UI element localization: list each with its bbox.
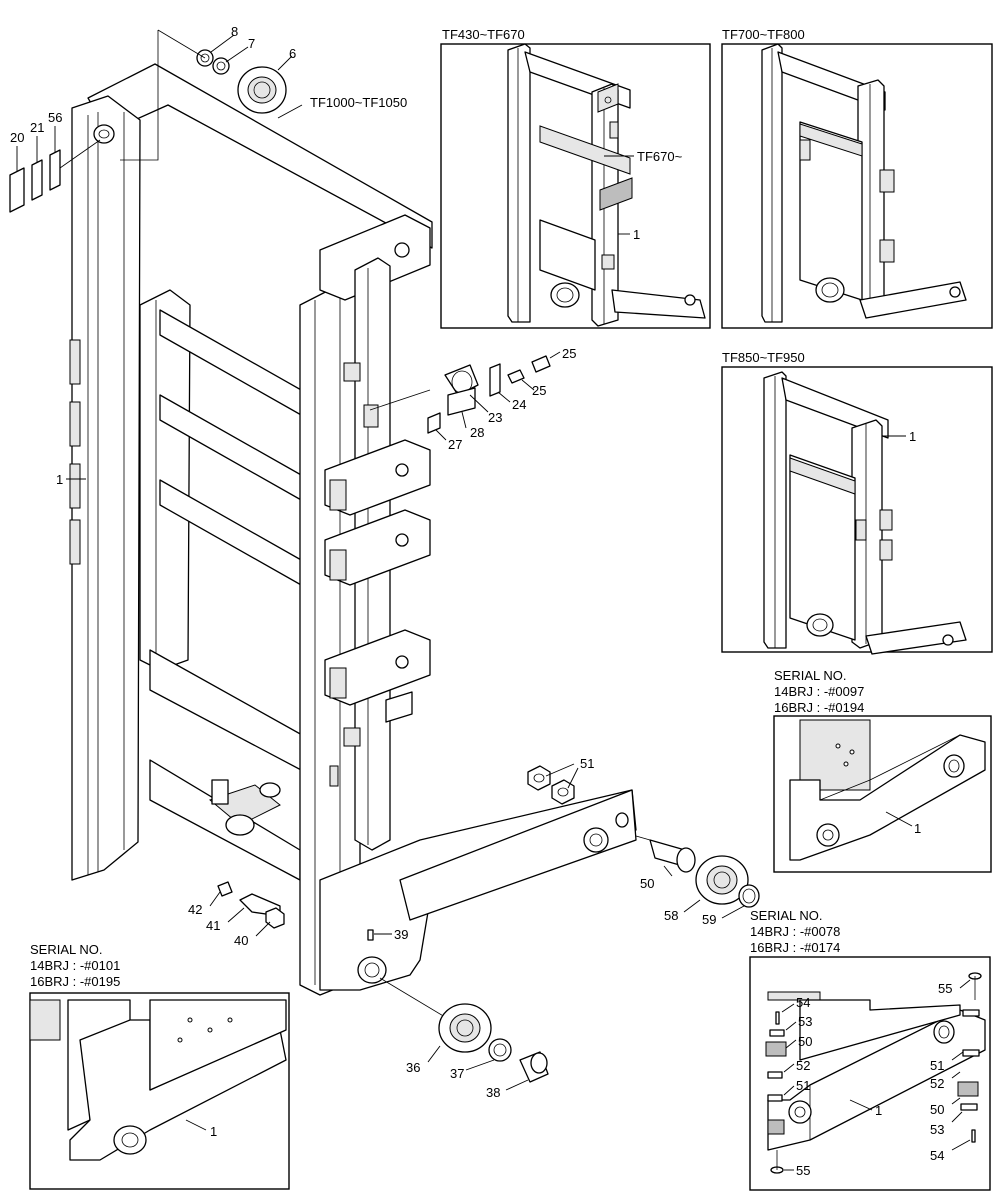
- label-56: 56: [48, 110, 62, 125]
- label-27: 27: [448, 437, 462, 452]
- main-mast-assembly: [69, 63, 637, 996]
- guide-blocks: [324, 362, 431, 787]
- serial-a-ref: 1: [914, 821, 921, 836]
- serial-b-50a: 50: [798, 1034, 812, 1049]
- label-6: 6: [289, 46, 296, 61]
- serial-b-53b: 53: [930, 1122, 944, 1137]
- inset-tf850-tf950: TF850~TF950 1: [721, 350, 993, 655]
- label-41: 41: [206, 918, 220, 933]
- serial-b-52b: 52: [930, 1076, 944, 1091]
- label-25b: 25: [532, 383, 546, 398]
- serial-a-line1: 14BRJ : -#0097: [774, 684, 864, 699]
- inset-tf850-ref: 1: [909, 429, 916, 444]
- serial-b-line2: 16BRJ : -#0174: [750, 940, 840, 955]
- label-7: 7: [248, 36, 255, 51]
- serial-c-line1: 14BRJ : -#0101: [30, 958, 120, 973]
- serial-a-heading: SERIAL NO.: [774, 668, 846, 683]
- serial-b-51a: 51: [796, 1078, 810, 1093]
- label-51: 51: [580, 756, 594, 771]
- serial-a-line2: 16BRJ : -#0194: [774, 700, 864, 715]
- serial-b-ref: 1: [875, 1103, 882, 1118]
- label-37: 37: [450, 1066, 464, 1081]
- label-25a: 25: [562, 346, 576, 361]
- label-21: 21: [30, 120, 44, 135]
- bolt-part-42: [217, 881, 233, 897]
- serial-c-ref: 1: [210, 1124, 217, 1139]
- label-23: 23: [488, 410, 502, 425]
- plate-part-21: [31, 159, 43, 201]
- foot-roller-front: [583, 827, 609, 853]
- serial-b-50b: 50: [930, 1102, 944, 1117]
- serial-inset-c: SERIAL NO. 14BRJ : -#0101 16BRJ : -#0195…: [29, 942, 290, 1190]
- label-28: 28: [470, 425, 484, 440]
- label-50: 50: [640, 876, 654, 891]
- exploded-parts: [9, 29, 760, 1083]
- bottom-tie-bar: [149, 649, 321, 781]
- label-24: 24: [512, 397, 526, 412]
- serial-b-51b: 51: [930, 1058, 944, 1073]
- serial-c-heading: SERIAL NO.: [30, 942, 102, 957]
- inset-tf700-tf800: TF700~TF800: [721, 27, 993, 329]
- serial-b-53a: 53: [798, 1014, 812, 1029]
- label-20: 20: [10, 130, 24, 145]
- side-pad-1: [69, 339, 81, 385]
- bottom-roller: [357, 956, 387, 984]
- top-crosshead-right: [319, 214, 431, 301]
- inset-title-tf430: TF430~TF670: [442, 27, 525, 42]
- plate-part-27: [427, 412, 441, 434]
- label-8: 8: [231, 24, 238, 39]
- serial-b-54b: 54: [930, 1148, 944, 1163]
- serial-b-55b: 55: [796, 1163, 810, 1178]
- serial-b-52a: 52: [796, 1058, 810, 1073]
- plate-part-28: [447, 387, 476, 416]
- serial-b-54a: 54: [796, 995, 810, 1010]
- rail-roller-top-left: [93, 124, 115, 144]
- foot-plate: [399, 789, 637, 921]
- serial-inset-b: SERIAL NO. 14BRJ : -#0078 16BRJ : -#0174…: [749, 908, 991, 1191]
- pin-part-39: [367, 929, 374, 941]
- serial-b-heading: SERIAL NO.: [750, 908, 822, 923]
- label-59: 59: [702, 912, 716, 927]
- bracket-part-24: [489, 363, 501, 397]
- inner-rail-left: [139, 289, 191, 671]
- label-58: 58: [664, 908, 678, 923]
- ring-part-59: [738, 884, 760, 908]
- ring-part-37: [488, 1038, 512, 1062]
- nut-part-40: [265, 907, 285, 929]
- serial-b-55a: 55: [938, 981, 952, 996]
- label-42: 42: [188, 902, 202, 917]
- serial-c-line2: 16BRJ : -#0195: [30, 974, 120, 989]
- plate-part-56: [49, 149, 61, 191]
- serial-inset-a: SERIAL NO. 14BRJ : -#0097 16BRJ : -#0194…: [773, 668, 992, 873]
- outer-rail-left: [71, 95, 141, 881]
- main-labels: 8 7 6 TF1000~TF1050 20 21 56 1 25 25 24 …: [10, 24, 745, 1100]
- ring-part-7: [212, 57, 230, 75]
- label-38: 38: [486, 1085, 500, 1100]
- inset-title-tf850: TF850~TF950: [722, 350, 805, 365]
- inset-tf430-ref: 1: [633, 227, 640, 242]
- bolt-part-25b: [531, 355, 551, 373]
- bolt-part-25a: [507, 369, 525, 384]
- inset-tf430-tf670: TF430~TF670 TF670~ 1: [440, 27, 711, 329]
- label-model-range: TF1000~TF1050: [310, 95, 407, 110]
- plate-part-20: [9, 167, 25, 213]
- label-frame-1: 1: [56, 472, 63, 487]
- label-39: 39: [394, 927, 408, 942]
- label-36: 36: [406, 1060, 420, 1075]
- serial-b-line1: 14BRJ : -#0078: [750, 924, 840, 939]
- label-40: 40: [234, 933, 248, 948]
- inset-title-tf700: TF700~TF800: [722, 27, 805, 42]
- nut-part-51a: [527, 765, 551, 791]
- inset-tf430-note: TF670~: [637, 149, 683, 164]
